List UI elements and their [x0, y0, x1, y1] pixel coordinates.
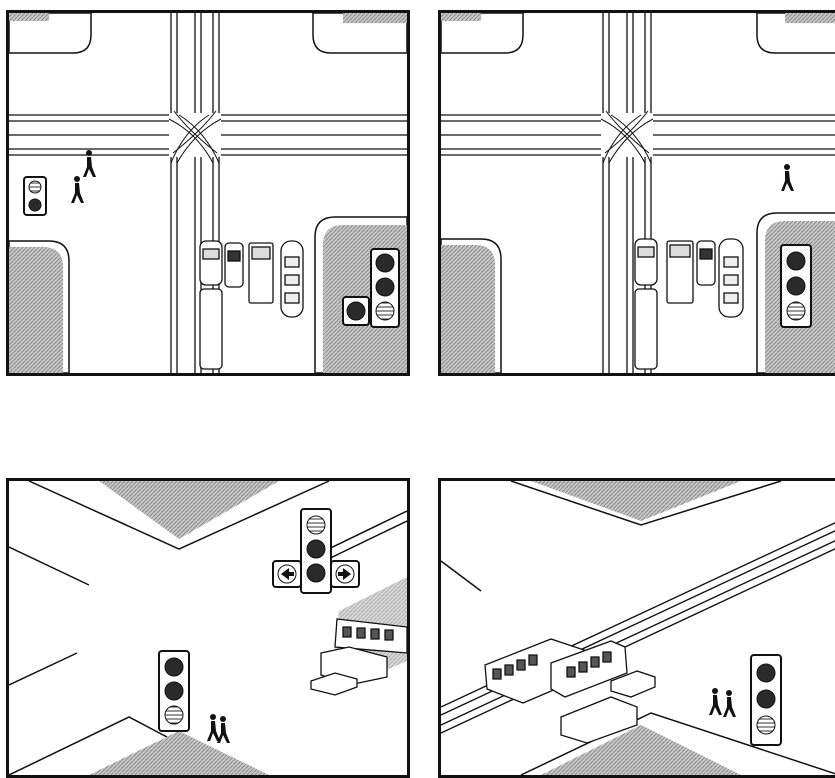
signal-lamp-green: [756, 715, 776, 735]
vehicle-traffic-signal: [158, 650, 190, 732]
pedestrians: [71, 150, 96, 203]
vehicle-traffic-signal: [780, 244, 812, 328]
signal-lamp: [306, 563, 326, 583]
intersection-panel-bottom-left: [6, 478, 410, 778]
vehicle-traffic-signal: [370, 248, 400, 328]
intersection-plan-drawing: [9, 13, 407, 373]
pedestrian-icon: [71, 176, 84, 203]
sidewalk-block: [89, 731, 269, 775]
sidewalk-block: [99, 481, 279, 539]
curb-corner: [28, 481, 330, 550]
signal-lamp: [28, 198, 42, 212]
signal-lamp-yellow: [164, 681, 184, 701]
turning-guide-lines: [600, 110, 654, 164]
sidewalk-block: [441, 13, 481, 21]
pedestrians: [709, 688, 736, 717]
signal-lamp-yellow: [786, 276, 806, 296]
queued-vehicles: [634, 238, 744, 370]
sidewalk-block: [9, 13, 49, 21]
queued-vehicles: [199, 240, 304, 370]
sidewalk-block: [785, 13, 835, 23]
car: [310, 672, 358, 696]
vehicles: [560, 670, 656, 744]
signal-lamp: [28, 180, 42, 194]
sidewalk-block: [441, 245, 495, 373]
pedestrian-icon: [207, 714, 220, 741]
signal-lamp-green: [164, 705, 184, 725]
bus: [634, 288, 658, 370]
intersection-panel-top-right: [438, 10, 835, 376]
pedestrian-signal: [23, 176, 47, 216]
pedestrian-icon: [217, 716, 230, 743]
curb-corner: [510, 481, 782, 526]
sidewalk-block: [9, 247, 63, 373]
main-street: [602, 13, 652, 373]
pedestrian-icon: [709, 688, 722, 715]
car: [610, 670, 656, 698]
pedestrians: [781, 164, 794, 191]
truck: [560, 696, 638, 744]
intersection-isometric-drawing: [441, 481, 835, 775]
signal-lamp: [306, 515, 326, 535]
sidewalk-block: [343, 13, 407, 23]
right-arrow-icon: [338, 568, 351, 580]
signal-lamp-red: [786, 251, 806, 271]
bus: [199, 288, 223, 370]
car: [199, 240, 223, 286]
pedestrian-icon: [83, 150, 96, 177]
signal-lamp-green: [375, 301, 395, 321]
signal-lamp-yellow: [375, 277, 395, 297]
pedestrian-icon: [723, 690, 736, 717]
left-arrow-icon: [281, 568, 294, 580]
intersection-isometric-drawing: [9, 481, 407, 775]
sidewalk-block: [541, 725, 741, 775]
turning-guide-lines: [168, 110, 222, 164]
pedestrian-icon: [781, 164, 794, 191]
intersection-plan-drawing: [441, 13, 835, 373]
sidewalk-block: [531, 481, 741, 521]
signal-lamp: [306, 539, 326, 559]
trams: [484, 638, 628, 704]
pedestrians: [207, 714, 230, 743]
car: [634, 238, 658, 286]
signal-lamp-green: [786, 301, 806, 321]
signal-lamp-yellow: [756, 689, 776, 709]
cross-street: [441, 114, 835, 156]
arrow-signal: [342, 296, 370, 326]
signal-lamp-red: [375, 253, 395, 273]
car: [224, 242, 244, 288]
car: [696, 240, 716, 286]
intersection-panel-top-left: [6, 10, 410, 376]
curb-corner: [9, 13, 92, 54]
overhead-traffic-signal: [272, 508, 360, 594]
curb-corner: [441, 13, 524, 54]
queued-vehicles: [310, 618, 407, 696]
curb-corner: [520, 712, 835, 775]
intersection-panel-bottom-right: [438, 478, 835, 778]
vehicle-traffic-signal: [750, 654, 782, 746]
signal-lamp-red: [756, 663, 776, 683]
signal-lamp-red: [164, 657, 184, 677]
road-edge: [441, 560, 482, 592]
